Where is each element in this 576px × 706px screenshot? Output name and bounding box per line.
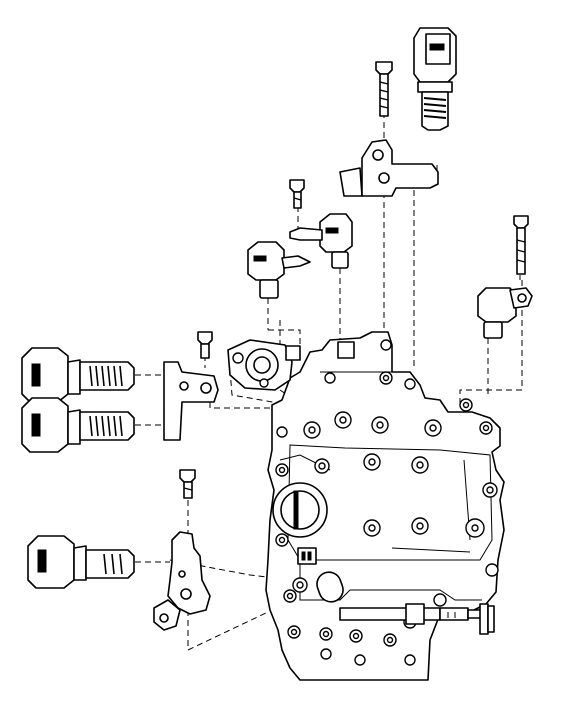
- mounting-bracket-lower: [153, 531, 211, 631]
- bolt: [289, 179, 305, 209]
- bolt: [197, 331, 213, 359]
- solenoid-right: [477, 287, 533, 339]
- mounting-bracket-top: [339, 139, 439, 197]
- solenoid-lower-left: [21, 397, 135, 453]
- solenoid-top-right: [413, 27, 457, 131]
- bolt: [513, 215, 529, 275]
- bolt: [375, 61, 393, 117]
- solenoid-middle-a: [289, 213, 353, 269]
- solenoid-upper-left: [21, 347, 135, 403]
- solenoid-bottom-left: [27, 535, 135, 589]
- valve-body: [227, 331, 505, 681]
- manual-valve-rod: [339, 603, 495, 635]
- solenoid-middle-b: [247, 241, 311, 299]
- mounting-bracket-left: [163, 361, 219, 441]
- bolt: [179, 469, 196, 499]
